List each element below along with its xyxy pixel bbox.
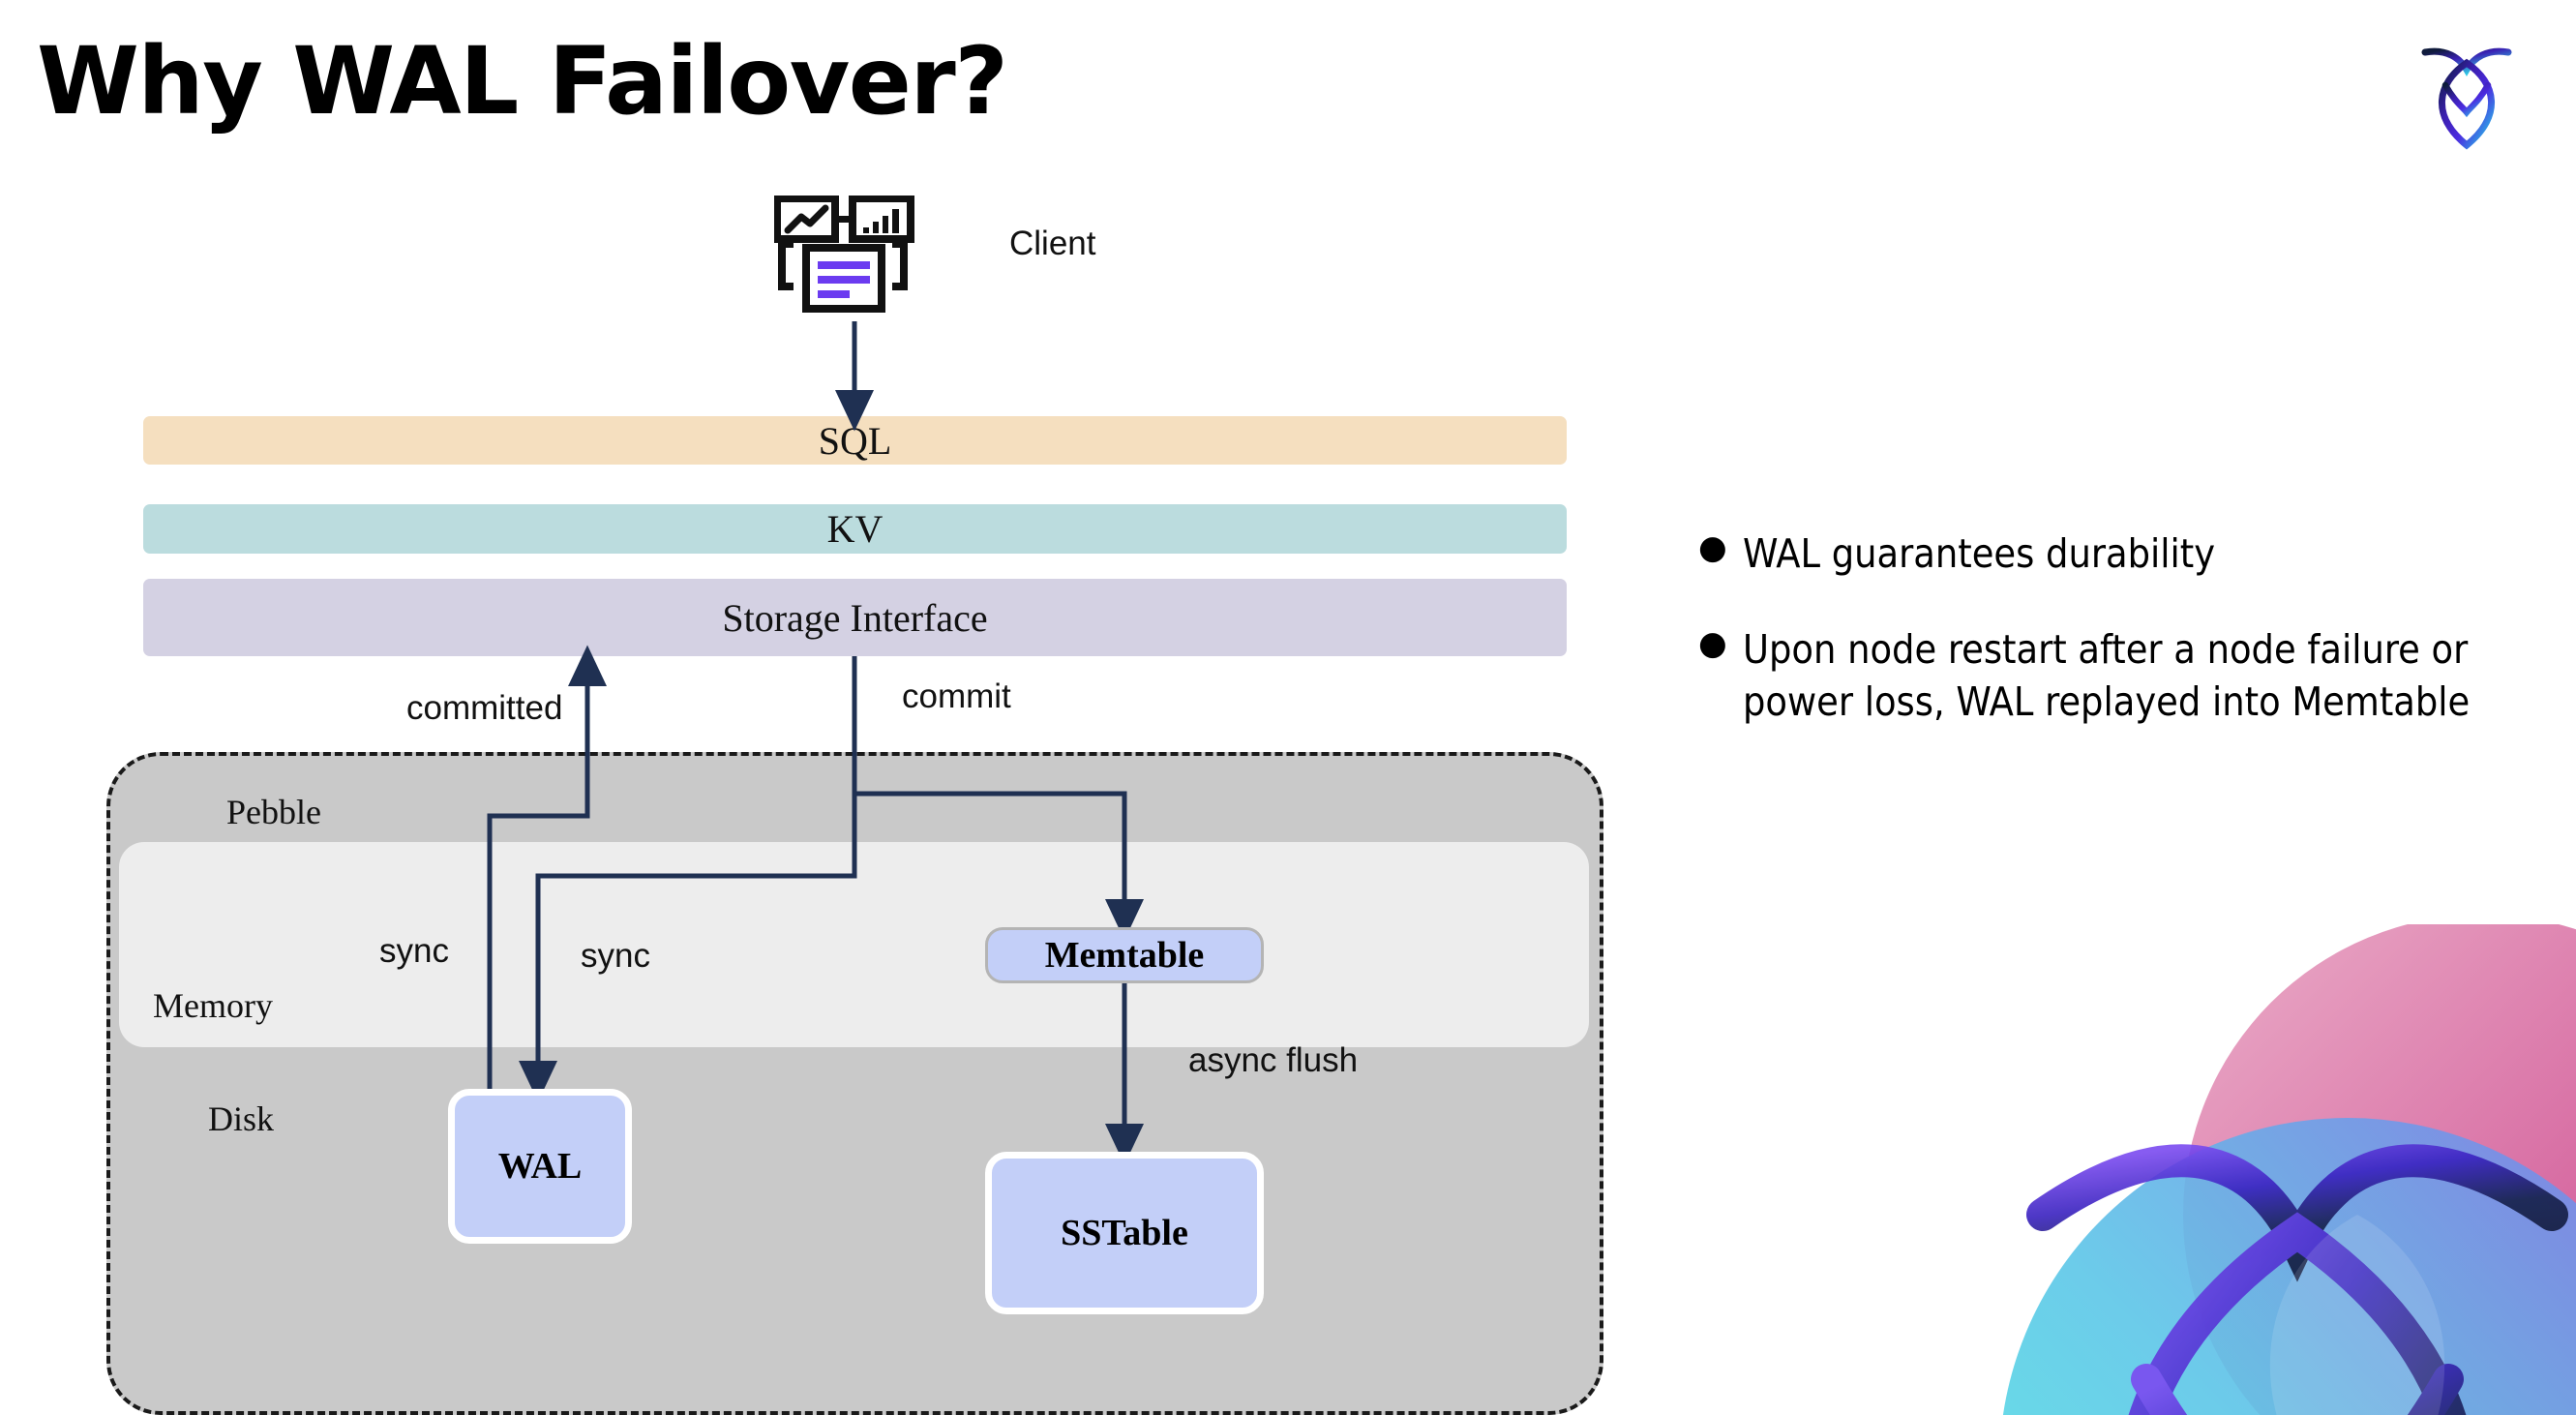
page-title: Why WAL Failover?	[37, 27, 1008, 135]
edge-label-commit: commit	[902, 677, 1011, 715]
layer-bar-sql: SQL	[143, 416, 1567, 465]
node-label-memtable: Memtable	[1044, 935, 1205, 976]
pebble-label: Pebble	[226, 793, 321, 831]
memory-region	[119, 842, 1589, 1047]
layer-label-sql: SQL	[818, 418, 892, 463]
node-label-wal: WAL	[497, 1146, 583, 1187]
edge-label-sync-in: sync	[581, 937, 650, 975]
architecture-diagram: Client SQL KV Storage Interface Pebble M…	[106, 195, 1603, 1415]
memory-label: Memory	[153, 986, 273, 1025]
edge-label-committed: committed	[406, 689, 563, 727]
list-item: ● WAL guarantees durability	[1698, 527, 2531, 581]
decorative-circles-watermark	[1941, 924, 2576, 1415]
edge-label-sync-out: sync	[379, 932, 449, 970]
bullet-marker-icon: ●	[1698, 623, 1727, 663]
client-label: Client	[1009, 225, 1096, 262]
node-sstable: SSTable	[985, 1152, 1264, 1314]
layer-label-storage-interface: Storage Interface	[722, 595, 988, 640]
bullet-marker-icon: ●	[1698, 528, 1727, 567]
client-dashboard-icon	[773, 195, 929, 321]
edge-label-async-flush: async flush	[1188, 1041, 1359, 1079]
bullet-text: Upon node restart after a node failure o…	[1743, 625, 2471, 726]
layer-label-kv: KV	[826, 507, 884, 551]
node-memtable: Memtable	[985, 927, 1264, 983]
disk-label: Disk	[208, 1099, 275, 1138]
layer-bar-kv: KV	[143, 504, 1567, 554]
node-wal: WAL	[448, 1089, 632, 1244]
layer-bar-storage-interface: Storage Interface	[143, 579, 1567, 656]
node-label-sstable: SSTable	[1061, 1213, 1188, 1253]
bullet-text: WAL guarantees durability	[1743, 530, 2216, 577]
bullet-list: ● WAL guarantees durability ● Upon node …	[1698, 527, 2531, 771]
cockroachdb-logo	[2413, 37, 2520, 157]
list-item: ● Upon node restart after a node failure…	[1698, 623, 2531, 729]
